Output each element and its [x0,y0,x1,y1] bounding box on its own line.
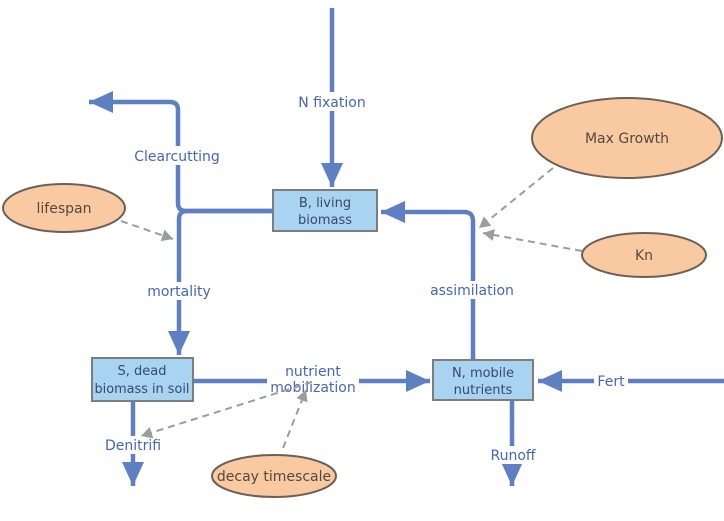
influence-connectors [120,167,583,449]
decay-timescale-ellipse[interactable] [211,454,337,498]
flow-label-backgrounds [102,92,628,464]
fertilization-label: Fert [597,374,625,390]
mortality-flow-pipe[interactable] [168,208,273,355]
mobilization-to-denitrification-connector[interactable] [140,381,313,439]
dead-biomass-box[interactable] [91,357,194,402]
nutrient-mobilization-label-line1: nutrient [285,364,341,380]
clearcutting-label: Clearcutting [134,149,220,165]
lifespan-ellipse[interactable] [2,183,126,233]
param-lifespan[interactable]: lifespan [2,183,126,233]
n-fixation-label-back [293,92,371,111]
denitrification-label: Denitrifi [105,438,161,454]
mobile-nutrients-box[interactable] [432,359,534,401]
max-growth-label: Max Growth [585,131,669,147]
max-growth-ellipse[interactable] [531,97,723,179]
lifespan-to-mortality-connector[interactable] [120,220,174,242]
dead-biomass-label-line1: S, dead [118,364,167,379]
runoff-label-back [486,446,542,464]
living-biomass-box[interactable] [272,189,378,232]
decay-timescale-label: decay timescale [217,469,331,485]
param-max-growth[interactable]: Max Growth [531,97,723,179]
assimilation-label-back [430,281,514,299]
fertilization-label-back [594,372,628,390]
mortality-label-back [146,282,212,300]
nutrient-mobilization-label-line2: mobilization [270,380,356,396]
decay-timescale-to-mobilization-connector[interactable] [282,389,308,449]
denitrification-label-back [102,436,164,454]
mobile-nutrients-label-line2: nutrients [454,383,513,398]
param-kn[interactable]: Kn [581,232,707,278]
stock-mobile-nutrients[interactable]: N, mobile nutrients [432,359,534,401]
lifespan-label: lifespan [37,201,92,217]
living-biomass-label-line1: B, living [299,196,351,211]
max-growth-to-assimilation-connector[interactable] [478,167,554,229]
runoff-label: Runoff [490,448,535,464]
assimilation-flow-pipe[interactable] [381,201,476,360]
clearcutting-label-back [133,146,221,165]
assimilation-label: assimilation [430,283,514,299]
mortality-label: mortality [147,284,211,300]
n-fixation-label: N fixation [298,95,365,111]
mobile-nutrients-label-line1: N, mobile [452,366,514,381]
param-decay-timescale[interactable]: decay timescale [211,454,337,498]
stock-dead-biomass-soil[interactable]: S, dead biomass in soil [91,357,194,402]
dead-biomass-label-line2: biomass in soil [95,382,190,397]
stock-living-biomass[interactable]: B, living biomass [272,189,378,232]
kn-label: Kn [635,248,653,264]
kn-to-assimilation-connector[interactable] [482,229,583,252]
nutrient-mobilization-label-back [267,362,359,395]
flow-labels: N fixation Clearcutting mortality assimi… [105,95,625,464]
living-biomass-label-line2: biomass [298,213,352,228]
kn-ellipse[interactable] [581,232,707,278]
